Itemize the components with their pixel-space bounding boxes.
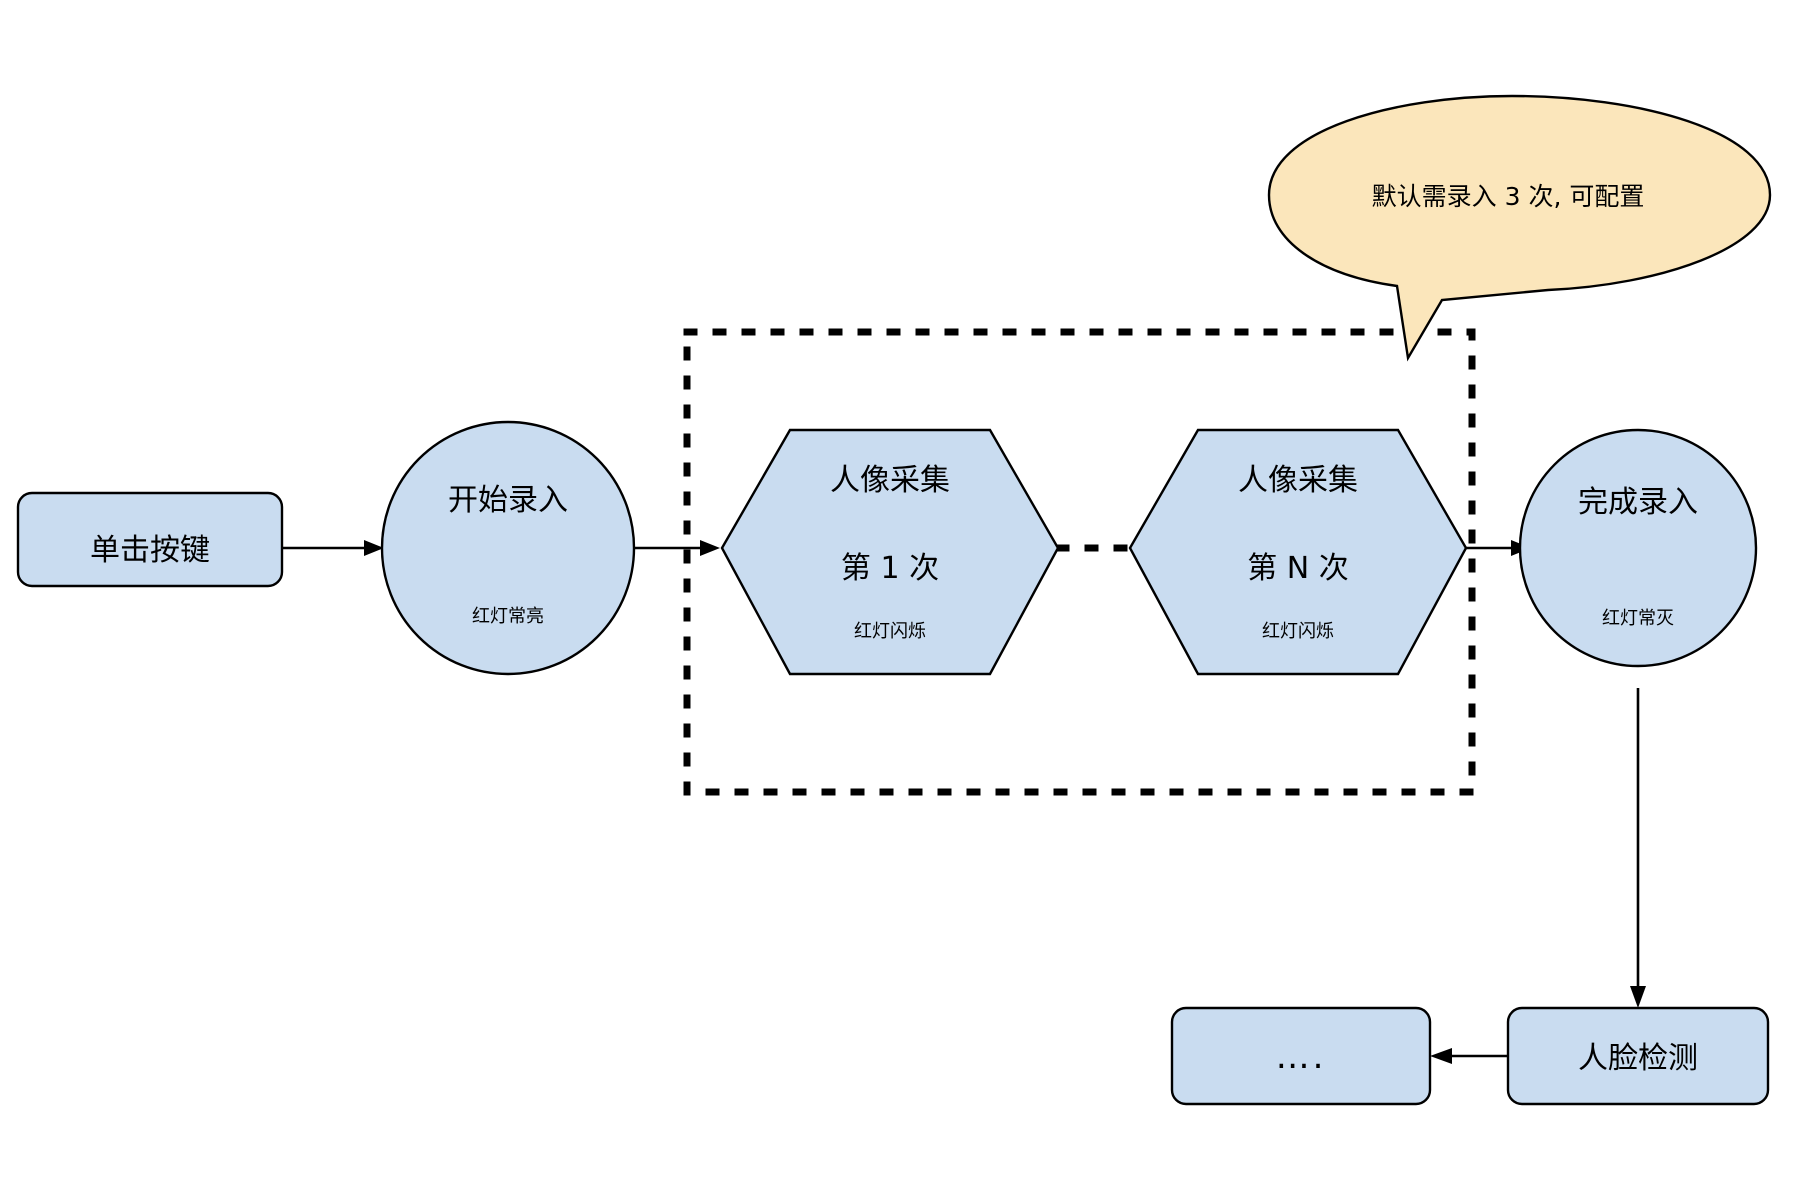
finish-enroll-label: 完成录入 — [1578, 485, 1698, 520]
node-click-key[interactable]: 单击按键 — [16, 491, 284, 588]
capture-nth-label-line1: 人像采集 — [1238, 463, 1358, 498]
click-key-shape — [16, 491, 284, 588]
node-start-enroll[interactable]: 开始录入 红灯常亮 — [380, 420, 636, 676]
capture-first-label-line2: 第 1 次 — [841, 551, 939, 586]
capture-first-sublabel: 红灯闪烁 — [854, 621, 926, 642]
capture-nth-shape — [1128, 428, 1468, 676]
capture-nth-sublabel: 红灯闪烁 — [1262, 621, 1334, 642]
start-enroll-shape — [380, 420, 636, 676]
edge-facedetect-to-more — [1430, 1048, 1508, 1064]
repeat-capture-group-box — [683, 328, 1476, 796]
node-more[interactable]: …. — [1170, 1006, 1432, 1106]
face-detect-shape — [1506, 1006, 1770, 1106]
capture-nth-label-line2: 第 N 次 — [1247, 551, 1349, 586]
capture-first-shape — [720, 428, 1060, 676]
node-finish-enroll[interactable]: 完成录入 红灯常灭 — [1518, 428, 1758, 668]
edge-start-to-capture1 — [634, 540, 720, 556]
node-capture-nth[interactable]: 人像采集 第 N 次 红灯闪烁 — [1128, 428, 1468, 676]
face-detect-label: 人脸检测 — [1578, 1041, 1698, 1076]
capture-first-label-line1: 人像采集 — [830, 463, 950, 498]
node-capture-first[interactable]: 人像采集 第 1 次 红灯闪烁 — [720, 428, 1060, 676]
callout-shape — [1267, 94, 1772, 362]
finish-enroll-shape — [1518, 428, 1758, 668]
edge-finish-to-facedetect — [1630, 688, 1646, 1008]
callout-bubble: 默认需录入 3 次, 可配置 — [1267, 94, 1772, 362]
more-shape — [1170, 1006, 1432, 1106]
start-enroll-label: 开始录入 — [448, 483, 568, 518]
more-label: …. — [1276, 1037, 1327, 1077]
callout-label: 默认需录入 3 次, 可配置 — [1372, 182, 1645, 211]
start-enroll-sublabel: 红灯常亮 — [472, 606, 544, 627]
edge-click-to-start — [282, 540, 384, 556]
node-face-detect[interactable]: 人脸检测 — [1506, 1006, 1770, 1106]
finish-enroll-sublabel: 红灯常灭 — [1602, 608, 1674, 629]
click-key-label: 单击按键 — [90, 533, 210, 568]
